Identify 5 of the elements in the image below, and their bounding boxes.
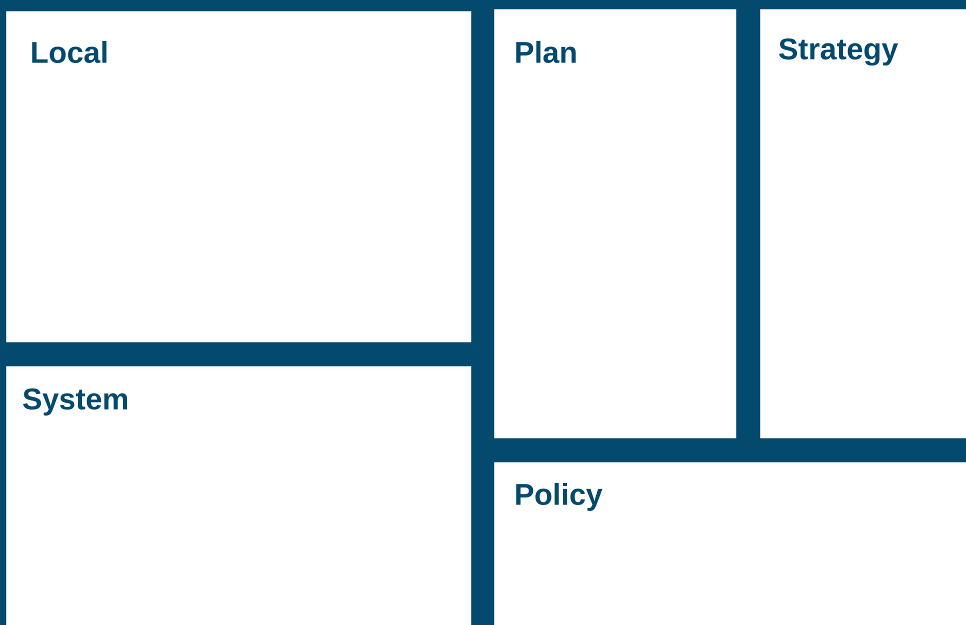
panel-box: System [6,366,472,625]
panel-box: Policy [494,462,966,625]
panel-box: Plan [494,9,736,438]
panel-box: Strategy [760,9,966,438]
panel-box: Local [6,11,472,342]
